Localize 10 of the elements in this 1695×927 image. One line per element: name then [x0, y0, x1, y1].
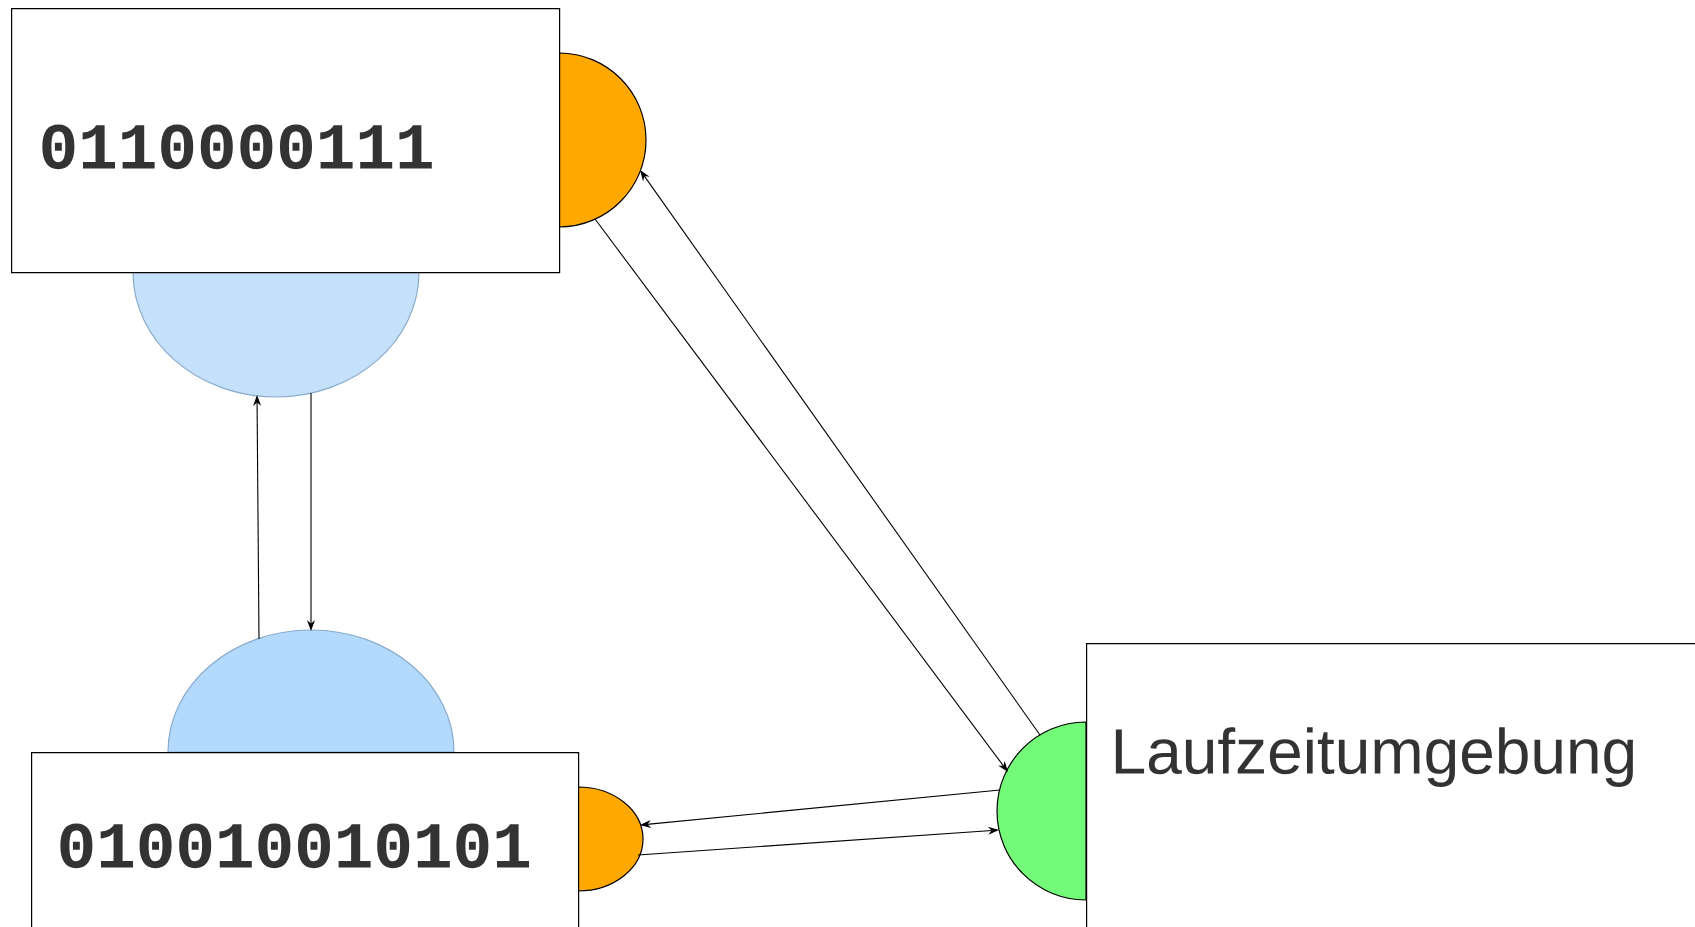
circle-socket	[132, 271, 420, 398]
text-box: Laufzeitumgebung	[1086, 643, 1695, 927]
text-box: 010010010101	[31, 752, 580, 927]
circle-socket	[996, 721, 1087, 901]
circle-socket	[577, 786, 644, 892]
circle-socket	[167, 629, 455, 753]
text-box: 0110000111	[11, 8, 561, 274]
arrow	[640, 170, 1041, 736]
circle-socket	[558, 52, 647, 228]
arrow	[594, 218, 1008, 772]
